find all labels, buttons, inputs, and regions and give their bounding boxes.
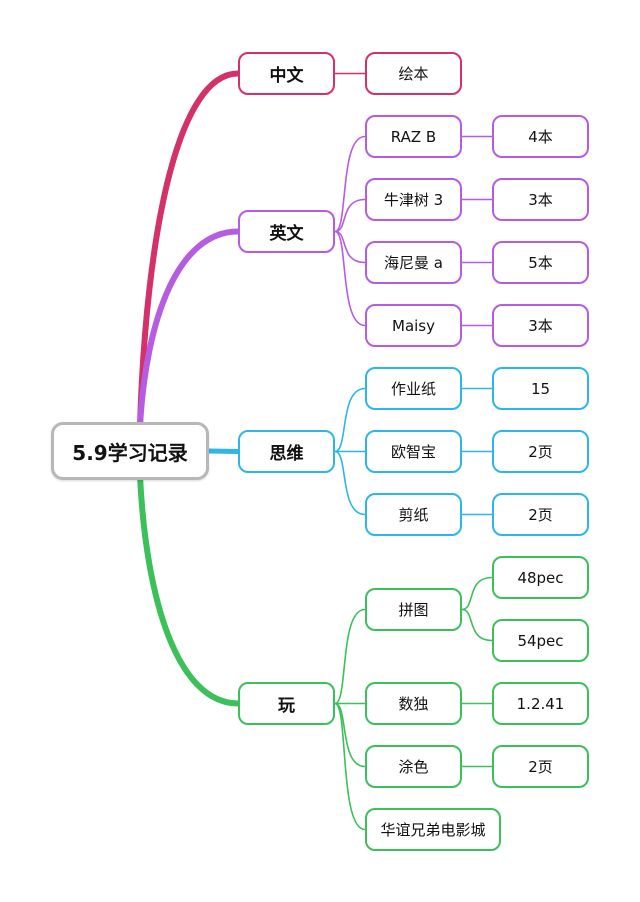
thinking-connector-0 (334, 387, 366, 453)
detail-node-paper-cutting-count[interactable]: 2页 (492, 493, 589, 536)
root-connector-2 (206, 448, 241, 454)
play-connector-0 (334, 608, 366, 705)
detail-node-worksheet-count[interactable]: 15 (492, 367, 589, 410)
topic-node-jigsaw[interactable]: 拼图 (365, 588, 462, 631)
detail-node-coloring-count[interactable]: 2页 (492, 745, 589, 788)
play-connector-3 (334, 702, 366, 831)
topic-node-huayi-cinema[interactable]: 华谊兄弟电影城 (365, 808, 501, 851)
detail-node-raz-b-count[interactable]: 4本 (492, 115, 589, 158)
topic-node-worksheet[interactable]: 作业纸 (365, 367, 462, 410)
topic-node-maisy[interactable]: Maisy (365, 304, 462, 347)
branch-node-english[interactable]: 英文 (238, 210, 335, 253)
jigsaw-connector-1 (461, 608, 493, 642)
detail-node-jigsaw-48[interactable]: 48pec (492, 556, 589, 599)
thinking-connector-2 (334, 450, 366, 516)
detail-node-heinemann-count[interactable]: 5本 (492, 241, 589, 284)
english-connector-3 (334, 230, 366, 327)
root-node[interactable]: 5.9学习记录 (51, 422, 209, 480)
detail-node-maisy-count[interactable]: 3本 (492, 304, 589, 347)
root-connector-3 (137, 473, 241, 707)
detail-node-ouzhibao-count[interactable]: 2页 (492, 430, 589, 473)
topic-node-paper-cutting[interactable]: 剪纸 (365, 493, 462, 536)
topic-node-heinemann[interactable]: 海尼曼 a (365, 241, 462, 284)
branch-node-thinking[interactable]: 思维 (238, 430, 335, 473)
topic-node-raz-b[interactable]: RAZ B (365, 115, 462, 158)
detail-node-oxford-tree-count[interactable]: 3本 (492, 178, 589, 221)
root-connector-1 (137, 228, 241, 429)
topic-node-oxford-tree[interactable]: 牛津树 3 (365, 178, 462, 221)
leaf-node-picture-books[interactable]: 绘本 (365, 52, 462, 95)
english-connector-0 (334, 135, 366, 233)
topic-node-ouzhibao[interactable]: 欧智宝 (365, 430, 462, 473)
branch-node-play[interactable]: 玩 (238, 682, 335, 725)
english-connector-1 (334, 198, 366, 233)
topic-node-coloring[interactable]: 涂色 (365, 745, 462, 788)
topic-node-sudoku[interactable]: 数独 (365, 682, 462, 725)
root-connector-0 (137, 70, 241, 429)
detail-node-jigsaw-54[interactable]: 54pec (492, 619, 589, 662)
jigsaw-connector-0 (461, 576, 493, 611)
detail-node-sudoku-level[interactable]: 1.2.41 (492, 682, 589, 725)
branch-node-chinese[interactable]: 中文 (238, 52, 335, 95)
